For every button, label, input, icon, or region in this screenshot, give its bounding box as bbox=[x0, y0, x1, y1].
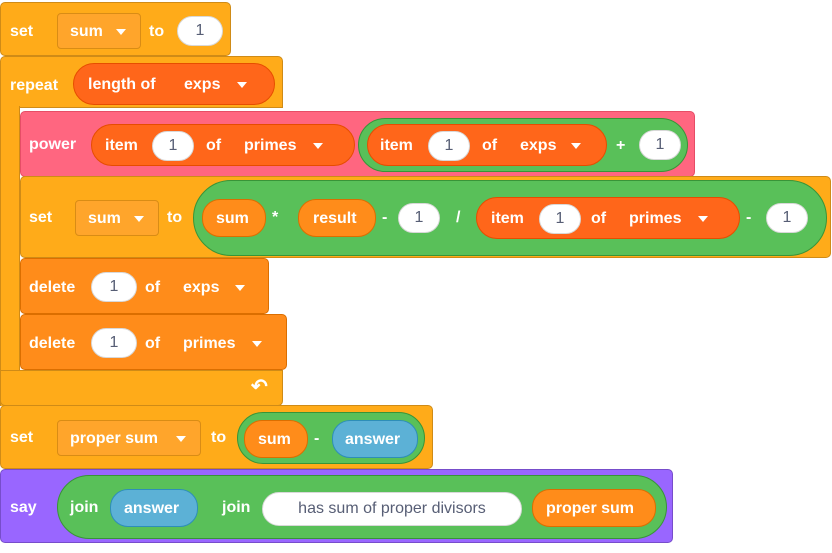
dropdown-triangle-icon bbox=[116, 29, 126, 35]
length-of-label: length of bbox=[88, 76, 156, 93]
list-name-primes[interactable]: primes bbox=[183, 335, 236, 352]
minus-sign: - bbox=[746, 209, 752, 226]
sum-label: sum bbox=[258, 431, 291, 448]
sum-reporter[interactable]: sum bbox=[202, 199, 266, 237]
power-block[interactable]: power item 1 of primes item 1 of exps + … bbox=[20, 111, 695, 177]
to-keyword: to bbox=[149, 23, 165, 40]
answer-label: answer bbox=[345, 431, 401, 448]
delete-index-input[interactable]: 1 bbox=[91, 272, 137, 302]
sum-label: sum bbox=[216, 210, 249, 227]
answer-reporter[interactable]: answer bbox=[332, 420, 418, 458]
loop-arrow-icon: ↶ bbox=[251, 376, 268, 398]
list-name-exps: exps bbox=[184, 76, 221, 93]
repeat-bottom: ↶ bbox=[0, 370, 283, 406]
item-of-primes-reporter[interactable]: item 1 of primes bbox=[91, 124, 355, 166]
divide-sign: / bbox=[456, 209, 461, 226]
result-label: result bbox=[313, 210, 357, 227]
subtraction-operator[interactable]: sum - answer bbox=[237, 412, 425, 464]
delete-index-input[interactable]: 1 bbox=[91, 328, 137, 358]
set-keyword: set bbox=[10, 23, 34, 40]
variable-dropdown-proper-sum[interactable]: proper sum bbox=[57, 420, 201, 456]
variable-dropdown-sum[interactable]: sum bbox=[57, 13, 141, 49]
result-reporter[interactable]: result bbox=[298, 199, 376, 237]
proper-sum-label: proper sum bbox=[546, 500, 635, 517]
subtrahend-input[interactable]: 1 bbox=[766, 203, 808, 233]
dropdown-triangle-icon bbox=[571, 143, 581, 149]
proper-sum-reporter[interactable]: proper sum bbox=[532, 489, 656, 527]
minus-sign: - bbox=[314, 430, 320, 447]
list-name-exps[interactable]: exps bbox=[183, 279, 220, 296]
join-label: join bbox=[222, 499, 251, 516]
text-input[interactable]: has sum of proper divisors bbox=[262, 492, 522, 526]
delete-exps-block[interactable]: delete 1 of exps bbox=[20, 258, 269, 314]
of-keyword: of bbox=[145, 335, 161, 352]
item-index-input[interactable]: 1 bbox=[428, 131, 470, 161]
item-index-input[interactable]: 1 bbox=[539, 204, 581, 234]
list-name-primes: primes bbox=[244, 137, 297, 154]
item-index-input[interactable]: 1 bbox=[152, 131, 194, 161]
repeat-keyword: repeat bbox=[10, 77, 59, 94]
variable-label: proper sum bbox=[70, 430, 159, 447]
set-proper-sum-block[interactable]: set proper sum to sum - answer bbox=[0, 405, 433, 469]
set-sum-expression-block[interactable]: set sum to sum * result - 1 / item 1 of … bbox=[20, 176, 831, 258]
of-label: of bbox=[206, 137, 222, 154]
addition-operator[interactable]: item 1 of exps + 1 bbox=[358, 118, 688, 172]
list-name-primes: primes bbox=[629, 210, 682, 227]
delete-keyword: delete bbox=[29, 335, 76, 352]
minus-sign: - bbox=[382, 209, 388, 226]
power-keyword: power bbox=[29, 136, 77, 153]
sum-reporter[interactable]: sum bbox=[244, 420, 308, 458]
item-label: item bbox=[380, 137, 413, 154]
dropdown-triangle-icon bbox=[134, 216, 144, 222]
of-label: of bbox=[482, 137, 498, 154]
repeat-arm bbox=[0, 106, 20, 406]
dropdown-triangle-icon bbox=[313, 143, 323, 149]
item-of-exps-reporter[interactable]: item 1 of exps bbox=[367, 124, 607, 166]
list-name-exps: exps bbox=[520, 137, 557, 154]
of-label: of bbox=[591, 210, 607, 227]
repeat-block[interactable]: repeat length of exps bbox=[0, 56, 283, 108]
dropdown-triangle-icon bbox=[235, 285, 245, 291]
item-of-primes-reporter[interactable]: item 1 of primes bbox=[476, 197, 740, 239]
dropdown-triangle-icon bbox=[176, 436, 186, 442]
answer-reporter[interactable]: answer bbox=[110, 489, 198, 527]
join-operator-outer[interactable]: join answer join has sum of proper divis… bbox=[57, 475, 667, 539]
set-keyword: set bbox=[10, 429, 34, 446]
delete-keyword: delete bbox=[29, 279, 76, 296]
variable-dropdown-sum[interactable]: sum bbox=[75, 200, 159, 236]
plus-sign: + bbox=[616, 137, 626, 154]
item-label: item bbox=[105, 137, 138, 154]
variable-label: sum bbox=[70, 23, 103, 40]
delete-primes-block[interactable]: delete 1 of primes bbox=[20, 314, 287, 370]
multiply-sign: * bbox=[272, 209, 279, 226]
addend-input[interactable]: 1 bbox=[639, 130, 681, 160]
dropdown-triangle-icon bbox=[698, 216, 708, 222]
answer-label: answer bbox=[124, 500, 180, 517]
item-label: item bbox=[491, 210, 524, 227]
subtrahend-input[interactable]: 1 bbox=[398, 203, 440, 233]
say-block[interactable]: say join answer join has sum of proper d… bbox=[0, 469, 673, 543]
dropdown-triangle-icon bbox=[237, 82, 247, 88]
dropdown-triangle-icon bbox=[252, 341, 262, 347]
division-operator[interactable]: sum * result - 1 / item 1 of primes - 1 bbox=[193, 180, 827, 256]
say-keyword: say bbox=[10, 499, 37, 516]
set-sum-block[interactable]: set sum to 1 bbox=[0, 2, 231, 56]
set-keyword: set bbox=[29, 209, 53, 226]
value-input[interactable]: 1 bbox=[177, 16, 223, 46]
to-keyword: to bbox=[167, 209, 183, 226]
of-keyword: of bbox=[145, 279, 161, 296]
length-of-reporter[interactable]: length of exps bbox=[73, 63, 275, 105]
join-label: join bbox=[70, 499, 99, 516]
to-keyword: to bbox=[211, 429, 227, 446]
variable-label: sum bbox=[88, 210, 121, 227]
